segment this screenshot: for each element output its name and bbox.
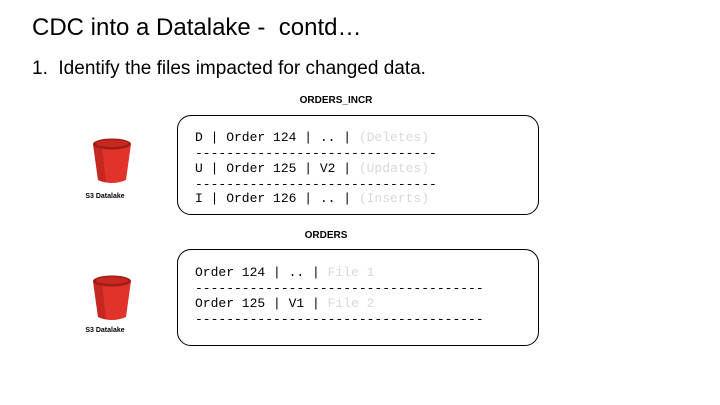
orders-incr-caption: ORDERS_INCR: [299, 95, 373, 106]
row-text: Order 124 | .. |: [195, 265, 328, 280]
row-text: U | Order 125 | V2 |: [195, 161, 359, 176]
row-note: File 2: [327, 296, 375, 311]
row-divider: -------------------------------------: [195, 312, 484, 327]
s3-datalake-label: S3 Datalake: [85, 327, 125, 334]
orders-row-2: Order 125 | V1 | File 2: [195, 296, 374, 311]
row-note: (Updates): [358, 161, 430, 176]
orders-box: [177, 249, 539, 346]
s3-datalake-label: S3 Datalake: [85, 193, 125, 200]
orders-incr-box: [177, 115, 539, 215]
orders-caption: ORDERS: [304, 230, 348, 241]
row-text: Order 125 | V1 |: [195, 296, 328, 311]
incr-row-updates: U | Order 125 | V2 | (Updates): [195, 161, 429, 176]
row-note: (Deletes): [358, 130, 430, 145]
row-text: I | Order 126 | .. |: [195, 191, 359, 206]
row-divider: -------------------------------: [195, 177, 437, 192]
row-text: D | Order 124 | .. |: [195, 130, 359, 145]
row-divider: -------------------------------: [195, 146, 437, 161]
row-note: File 1: [327, 265, 375, 280]
incr-row-deletes: D | Order 124 | .. | (Deletes): [195, 130, 429, 145]
s3-bucket-icon: [93, 138, 131, 183]
row-note: (Inserts): [358, 191, 430, 206]
incr-row-inserts: I | Order 126 | .. | (Inserts): [195, 191, 429, 206]
row-divider: -------------------------------------: [195, 281, 484, 296]
bullet-point: 1. Identify the files impacted for chang…: [32, 58, 426, 79]
s3-bucket-icon: [93, 275, 131, 320]
orders-row-1: Order 124 | .. | File 1: [195, 265, 374, 280]
slide-title: CDC into a Datalake - contd…: [32, 14, 362, 41]
